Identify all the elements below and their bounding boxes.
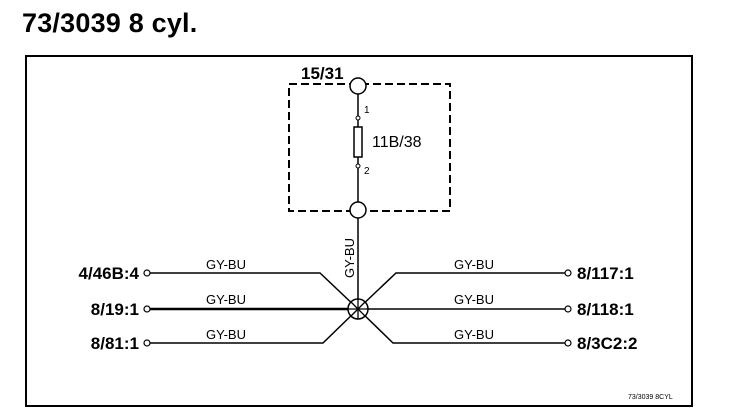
footer-code: 73/3039 8CYL (628, 394, 673, 401)
left-wire-1 (150, 272, 359, 310)
left-wire-3 (150, 308, 359, 344)
left-label-3: 8/81:1 (91, 334, 139, 353)
left-terminal-3 (143, 339, 151, 347)
right-wire-color-2: GY-BU (454, 292, 494, 307)
left-wire-color-1: GY-BU (206, 257, 246, 272)
pin2-label: 2 (364, 166, 370, 177)
right-wire-color-3: GY-BU (454, 327, 494, 342)
supply-node (349, 77, 367, 95)
right-label-2: 8/118:1 (577, 300, 634, 319)
left-terminal-1 (143, 269, 151, 277)
right-wire-1 (357, 272, 565, 310)
left-wire-color-3: GY-BU (206, 327, 246, 342)
component-label: 11B/38 (372, 134, 422, 151)
right-label-1: 8/117:1 (577, 264, 634, 283)
left-wire-color-2: GY-BU (206, 292, 246, 307)
supply-node-label: 15/31 (301, 64, 344, 83)
left-terminal-2 (143, 305, 151, 313)
right-terminal-1 (564, 269, 572, 277)
pin1-label: 1 (364, 105, 370, 116)
left-label-2: 8/19:1 (91, 300, 139, 319)
box-exit-node (349, 201, 367, 219)
right-terminal-2 (564, 305, 572, 313)
diagram-title: 73/3039 8 cyl. (22, 8, 198, 38)
diagram-frame (25, 55, 693, 407)
right-terminal-3 (564, 339, 572, 347)
pin1-terminal (355, 115, 361, 121)
vertical-wire-color: GY-BU (342, 238, 357, 278)
right-label-3: 8/3C2:2 (577, 334, 637, 353)
component-box (288, 83, 451, 212)
pin2-terminal (355, 163, 361, 169)
right-wire-3 (357, 308, 565, 344)
left-label-1: 4/46B:4 (79, 264, 140, 283)
right-wire-color-1: GY-BU (454, 257, 494, 272)
component-body (353, 126, 363, 158)
